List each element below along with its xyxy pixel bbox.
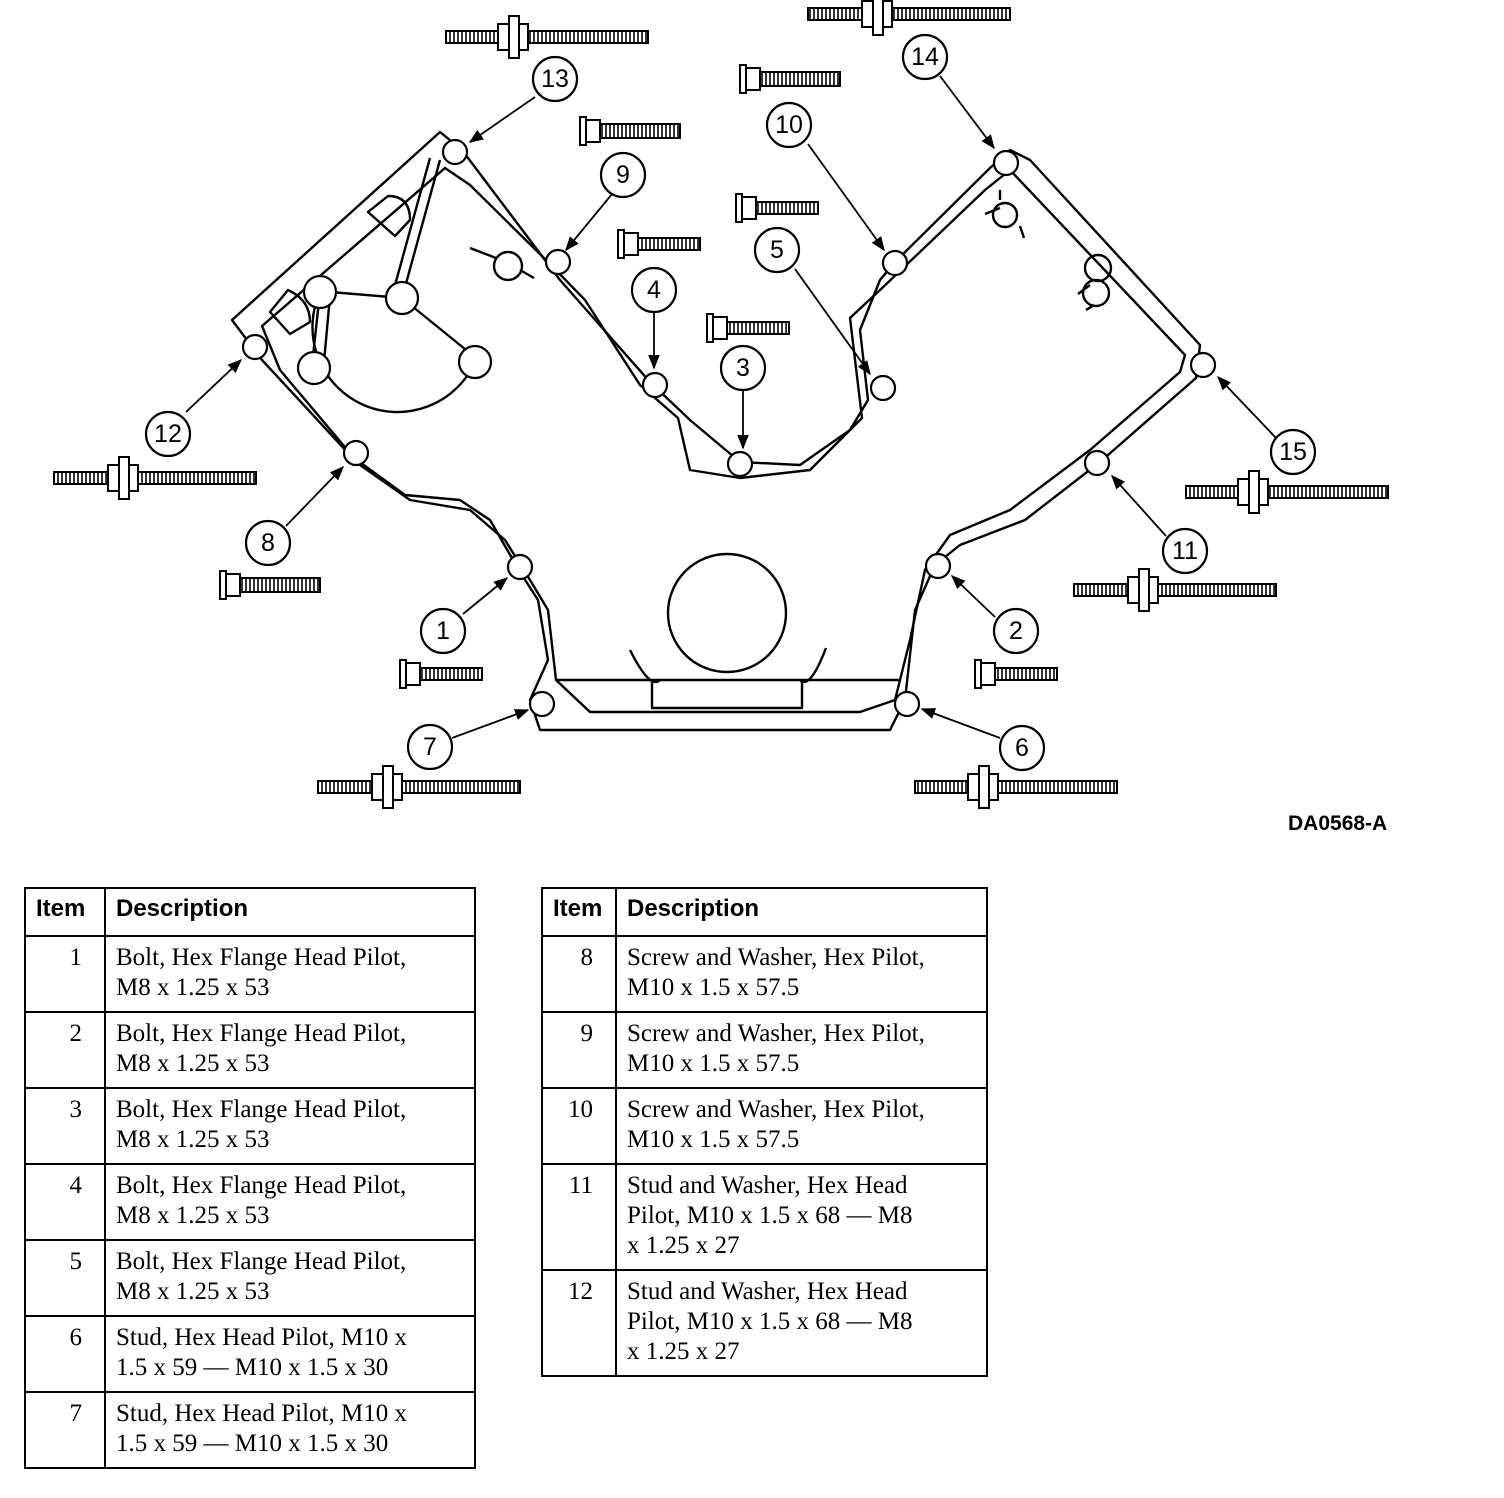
callouts: 1 2 3 4 5 6 7 8 9 10 11 12 13 14 15 [144,33,1317,772]
item-description: Bolt, Hex Flange Head Pilot,M8 x 1.25 x … [104,1163,476,1241]
item-description: Bolt, Hex Flange Head Pilot,M8 x 1.25 x … [104,935,476,1013]
callout-4: 4 [630,266,678,314]
svg-text:13: 13 [541,65,569,93]
bolt-3-icon [706,313,790,343]
item-number: 9 [541,1011,617,1089]
callout-14: 14 [901,33,949,81]
item-number: 5 [24,1239,106,1317]
header-description: Description [615,887,988,937]
bolt-5-icon [735,193,819,223]
item-description: Bolt, Hex Flange Head Pilot,M8 x 1.25 x … [104,1011,476,1089]
header-description: Description [104,887,476,937]
item-number: 10 [541,1087,617,1165]
item-description: Screw and Washer, Hex Pilot,M10 x 1.5 x … [615,935,988,1013]
callout-13: 13 [531,55,579,103]
fastener-icons [53,0,1389,809]
callout-11: 11 [1161,527,1209,575]
stud-12-icon [53,456,257,500]
callout-15: 15 [1269,428,1317,476]
svg-text:4: 4 [647,276,661,304]
svg-text:8: 8 [261,529,275,557]
stud-7-icon [317,765,521,809]
stud-13-icon [445,15,649,59]
callout-2: 2 [992,607,1040,655]
callout-10: 10 [765,101,813,149]
item-number: 4 [24,1163,106,1241]
stud-11-icon [1073,568,1277,612]
svg-text:5: 5 [770,236,784,264]
bolt-2-icon [974,659,1058,689]
screw-8-icon [219,570,321,600]
table-header-row: Item Description [541,887,988,937]
svg-text:14: 14 [911,43,939,71]
item-number: 8 [541,935,617,1013]
callout-9: 9 [599,151,647,199]
item-description: Screw and Washer, Hex Pilot,M10 x 1.5 x … [615,1011,988,1089]
item-number: 7 [24,1391,106,1469]
item-number: 1 [24,935,106,1013]
svg-text:6: 6 [1015,734,1029,762]
item-number: 2 [24,1011,106,1089]
callout-7: 7 [406,723,454,771]
svg-text:12: 12 [154,420,182,448]
screw-9-icon [579,116,681,146]
callout-12: 12 [144,410,192,458]
svg-text:15: 15 [1279,438,1307,466]
svg-text:7: 7 [423,733,437,761]
item-description: Bolt, Hex Flange Head Pilot,M8 x 1.25 x … [104,1087,476,1165]
bolt-1-icon [399,659,483,689]
callout-8: 8 [244,519,292,567]
item-number: 12 [541,1269,617,1377]
svg-text:11: 11 [1172,537,1198,565]
callout-3: 3 [719,344,767,392]
svg-text:2: 2 [1009,617,1023,645]
front-cover-gasket [230,130,1217,732]
item-description: Screw and Washer, Hex Pilot,M10 x 1.5 x … [615,1087,988,1165]
bolt-4-icon [617,229,701,259]
figure-id: DA0568-A [1288,812,1388,835]
svg-text:9: 9 [616,161,630,189]
item-description: Bolt, Hex Flange Head Pilot,M8 x 1.25 x … [104,1239,476,1317]
stud-15-icon [1185,470,1389,514]
svg-text:3: 3 [736,354,750,382]
table-header-row: Item Description [24,887,476,937]
svg-text:1: 1 [436,617,450,645]
callout-1: 1 [419,607,467,655]
gasket-fastener-diagram: 1 2 3 4 5 6 7 8 9 10 11 12 13 14 15 [53,0,1389,809]
callout-5: 5 [753,226,801,274]
header-item: Item [541,887,617,937]
svg-text:10: 10 [775,111,803,139]
screw-10-icon [739,64,841,94]
item-number: 11 [541,1163,617,1271]
stud-14-icon [807,0,1011,36]
leader-lines [185,75,1277,739]
item-number: 3 [24,1087,106,1165]
stud-6-icon [914,765,1118,809]
callout-6: 6 [998,724,1046,772]
header-item: Item [24,887,106,937]
item-number: 6 [24,1315,106,1393]
